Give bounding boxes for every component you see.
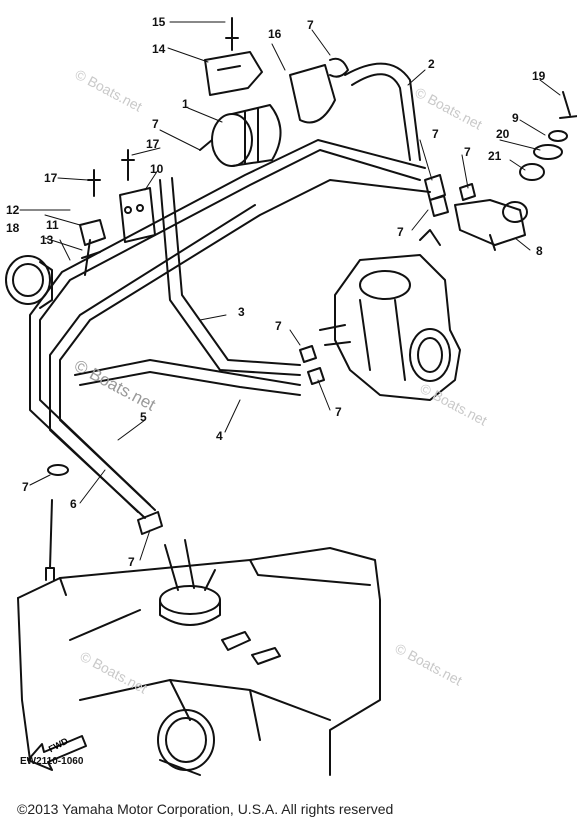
fuel-regulator [454, 199, 528, 251]
callout-19: 19 [532, 69, 546, 83]
hose-2-inner [351, 73, 411, 161]
callout-7-bottom: 7 [128, 555, 135, 569]
washer-9 [548, 130, 568, 142]
part-code: EW2110-1060 [20, 756, 84, 767]
callout-7-right: 7 [432, 127, 439, 141]
clamp-7-carb [299, 345, 325, 385]
callout-16: 16 [268, 27, 282, 41]
hose-3-inner [171, 177, 301, 366]
clip-11-12 [79, 219, 106, 276]
fwd-arrow [27, 735, 87, 771]
screw-17a [87, 169, 101, 197]
callout-6: 6 [70, 497, 77, 511]
clamp-7 [424, 174, 476, 217]
callout-12: 12 [6, 203, 20, 217]
callout-7-top: 7 [307, 18, 314, 32]
fuel-pickup [159, 539, 221, 626]
fuel-tank [17, 547, 381, 776]
copyright-text: ©2013 Yamaha Motor Corporation, U.S.A. A… [17, 801, 394, 817]
callout-7-mid: 7 [152, 117, 159, 131]
callout-1: 1 [182, 97, 189, 111]
carburetor [319, 229, 461, 401]
fuel-filter [199, 104, 282, 167]
screw-19 [559, 91, 577, 119]
sensor-18 [5, 255, 53, 309]
callout-3: 3 [238, 305, 245, 319]
bracket [204, 51, 263, 96]
gasket-20 [533, 144, 563, 160]
tank-pad [221, 631, 281, 665]
hose-2 [344, 62, 421, 161]
hose-4 [74, 359, 301, 386]
callout-14: 14 [152, 42, 166, 56]
connector-block-10 [119, 187, 156, 243]
clamp-7-lower [137, 511, 163, 535]
callout-7-clamp: 7 [397, 225, 404, 239]
clamp-7-left [47, 464, 69, 476]
callout-7-left: 7 [22, 480, 29, 494]
tank-vent-fitting [45, 567, 55, 581]
callout-11: 11 [46, 218, 59, 232]
callout-10: 10 [150, 162, 164, 176]
callout-15: 15 [152, 15, 166, 29]
fuel-hose-5-6 [29, 139, 431, 519]
hose-3 [159, 179, 301, 376]
callout-21: 21 [488, 149, 502, 163]
callout-8: 8 [536, 244, 543, 258]
callout-7-carb2: 7 [335, 405, 342, 419]
screw-15 [225, 17, 239, 51]
callout-7-right2: 7 [464, 145, 471, 159]
callout-9: 9 [512, 111, 519, 125]
callout-17-a: 17 [44, 171, 58, 185]
screw-17b [121, 149, 135, 181]
washer-21 [519, 163, 545, 181]
callout-17-b: 17 [146, 137, 160, 151]
callout-4: 4 [216, 429, 223, 443]
callout-13: 13 [40, 233, 54, 247]
vent-pipe [49, 499, 53, 569]
clamp-7-top [329, 57, 349, 78]
callout-7-carb: 7 [275, 319, 282, 333]
fuel-cap [157, 709, 215, 776]
hose-4-inner [79, 371, 301, 396]
callout-2: 2 [428, 57, 435, 71]
callout-20: 20 [496, 127, 510, 141]
callout-18: 18 [6, 221, 20, 235]
callout-5: 5 [140, 410, 147, 424]
filter-holder [289, 64, 336, 124]
